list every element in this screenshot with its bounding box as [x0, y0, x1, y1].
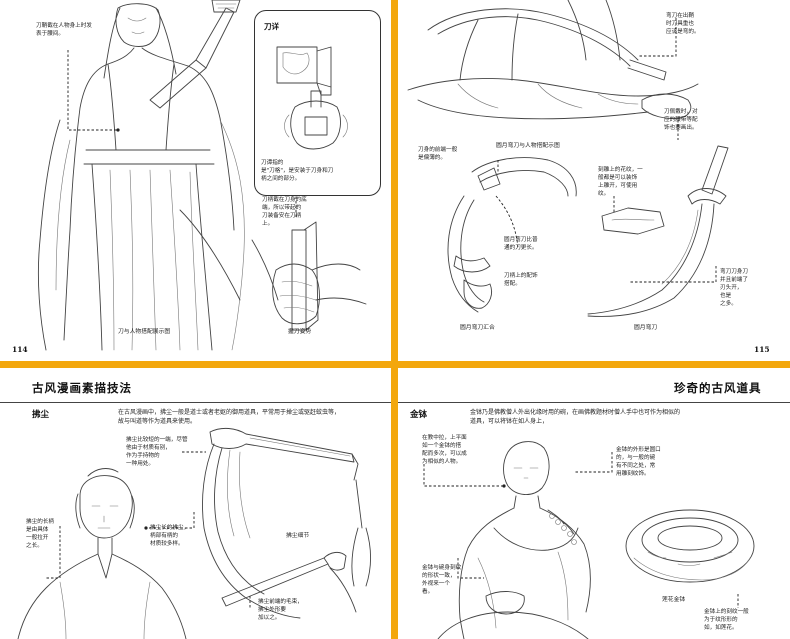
note-holder: 拂尘的长柄 是由具体 一般拉开 之长。 — [26, 519, 54, 549]
note-blade-edge: 刀身的前端一般 是偏薄的。 — [418, 147, 458, 161]
page-number: 114 — [12, 345, 28, 354]
whisk-illustration — [17, 427, 371, 639]
caption-crescent: 圆月弯刀汇合 — [460, 325, 495, 331]
callout-line-hold — [423, 464, 504, 487]
page-114-illustration — [37, 0, 367, 351]
note-grip: 刀柄上的配饰 搭配。 — [504, 273, 538, 287]
curved-sabre-drawing — [587, 145, 729, 317]
note-handle: 拂尘比较短的一端，尽管 他由于材质有别， 作为手持物的 一种用处。 — [126, 437, 188, 467]
brush-drawing — [221, 551, 357, 613]
detail-box: 刀详 刀谭指的 是"刀格"，是安装于刀身和刀 柄之间的部分。 — [254, 10, 381, 196]
caption-figure: 刀与人物搭配展示图 — [118, 329, 171, 335]
page-number: 115 — [754, 345, 770, 354]
page-115-illustration — [407, 0, 729, 317]
note-decor: 金钵上的刻纹一般 为于纹形形的 如，如莲花。 — [704, 609, 749, 631]
page-bottom-left: 古风漫画素描技法 拂尘 在古风漫画中，拂尘一般是道士或者老妪的御用道具，平常用于… — [0, 368, 391, 639]
callout-line-rim — [574, 452, 613, 473]
note-hilt: 刀柄截在刀身的底 端，所以带起的 刀装备安在刀柄 上。 — [262, 197, 307, 227]
section-intro: 金钵乃是佛教僧人外出化缘时用的碗，在画佛教题材时僧人手中也可作为相似的 道具，可… — [470, 409, 681, 425]
note-bottom: 金钵与碗身刻纹 的形状一致， 外视来一个 看。 — [422, 565, 462, 595]
page-heading: 古风漫画素描技法 — [32, 381, 132, 395]
section-intro: 在古风漫画中，拂尘一般是道士或者老妪的御用道具，平常用于掸尘或驱赶蚊虫等， 故与… — [118, 409, 341, 425]
page-114: 刀鞘截在人物身上时发 表于腰间。 刀详 刀谭指的 是"刀格"，是安装于刀身和刀 … — [0, 0, 391, 361]
note-guard: 刀谭指的 是"刀格"，是安装于刀身和刀 柄之间的部分。 — [261, 160, 334, 182]
seated-figure-drawing — [407, 0, 699, 120]
hand-grip-drawing — [251, 221, 367, 331]
monk-figure-drawing — [437, 441, 591, 639]
page-heading: 珍奇的古风道具 — [674, 381, 762, 395]
note-sheath: 刀鞘截在人物身上时发 表于腰间。 — [36, 23, 92, 37]
callout-line-holder — [46, 526, 61, 579]
callout-line-sheath — [67, 50, 118, 131]
note-length: 弯刀刀身刀 并且前端了 刃头开， 也是 之多。 — [720, 269, 748, 307]
heading-rule — [398, 402, 790, 403]
section-title: 拂尘 — [32, 410, 50, 420]
heading-rule — [0, 402, 391, 403]
caption-sabre: 圆月弯刀 — [634, 325, 658, 331]
standing-swordsman-drawing — [37, 0, 245, 351]
caption-bowl: 莲花金钵 — [662, 597, 686, 603]
detail-box-title: 刀详 — [264, 22, 279, 31]
note-bristle: 拂尘前端的毛束， 拂尘外形要 加以之。 — [258, 599, 303, 621]
alms-bowl-drawing — [625, 509, 755, 583]
callout-line-blade — [638, 18, 677, 57]
whisk-drawing — [202, 427, 371, 619]
note-rim: 金钵的外形是圆口 的，与一般的碗 有不同之处，常 用雕刻纹饰。 — [616, 447, 661, 477]
caption-whisk: 拂尘细节 — [286, 533, 310, 539]
note-belt: 刀佩戴时，对 应的腰带等配 饰也要画出。 — [664, 109, 698, 131]
caption-hand: 握刀姿势 — [288, 329, 312, 335]
callout-line-length — [630, 266, 717, 283]
note-tassel: 拂尘长的拂尘， 柄部有柄的 材质较多样。 — [150, 525, 190, 547]
section-title: 金钵 — [410, 410, 428, 420]
arc-path-guide — [495, 195, 519, 249]
crescent-blade-drawing — [447, 157, 577, 313]
callout-line-bottom — [457, 558, 484, 579]
note-scabbard: 弯刀在出鞘 时刀具重也 应该是弯的。 — [666, 13, 700, 35]
page-115: 弯刀在出鞘 时刀具重也 应该是弯的。 刀佩戴时，对 应的腰带等配 饰也要画出。 … — [398, 0, 790, 361]
figure-portrait-drawing — [17, 468, 187, 639]
note-decor: 刻雕上的花纹，一 般都是可以装饰 上雕开，可使用 纹。 — [598, 167, 643, 197]
sword-guard-drawing — [276, 46, 348, 150]
alms-bowl-illustration — [423, 441, 755, 639]
note-curve: 圆月弯刀比普 通的刀更长。 — [504, 237, 538, 251]
caption-seated: 圆月弯刀与人物搭配示图 — [496, 143, 560, 149]
callout-line-tassel — [146, 512, 195, 529]
page-bottom-right: 珍奇的古风道具 金钵 金钵乃是佛教僧人外出化缘时用的碗，在画佛教题材时僧人手中也… — [398, 368, 790, 639]
note-hold: 在教中拉，上平面 如一个金钵的搭 配而多次，可以成 为相似的人物。 — [422, 435, 467, 465]
